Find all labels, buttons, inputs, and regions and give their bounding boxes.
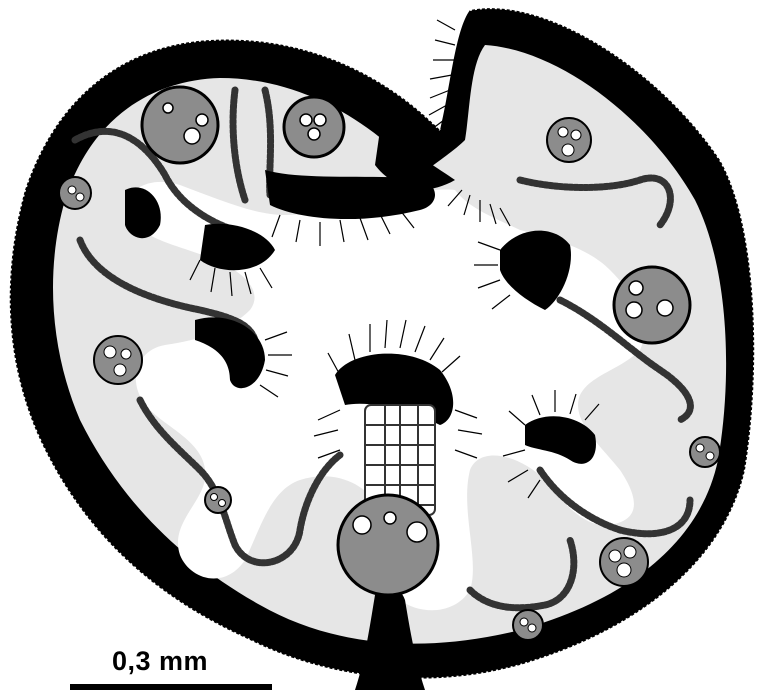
vesicle-2 [284,97,344,157]
vesicle-10 [513,610,543,640]
vesicle-1 [142,87,218,163]
vesicle-8 [205,487,231,513]
vesicle-9 [600,538,648,586]
vesicle-central [338,495,438,595]
vesicle-6 [94,336,142,384]
scale-bar-label: 0,3 mm [112,646,208,677]
scale-bar [70,684,272,690]
vesicle-7 [690,437,720,467]
vesicle-5 [614,267,690,343]
